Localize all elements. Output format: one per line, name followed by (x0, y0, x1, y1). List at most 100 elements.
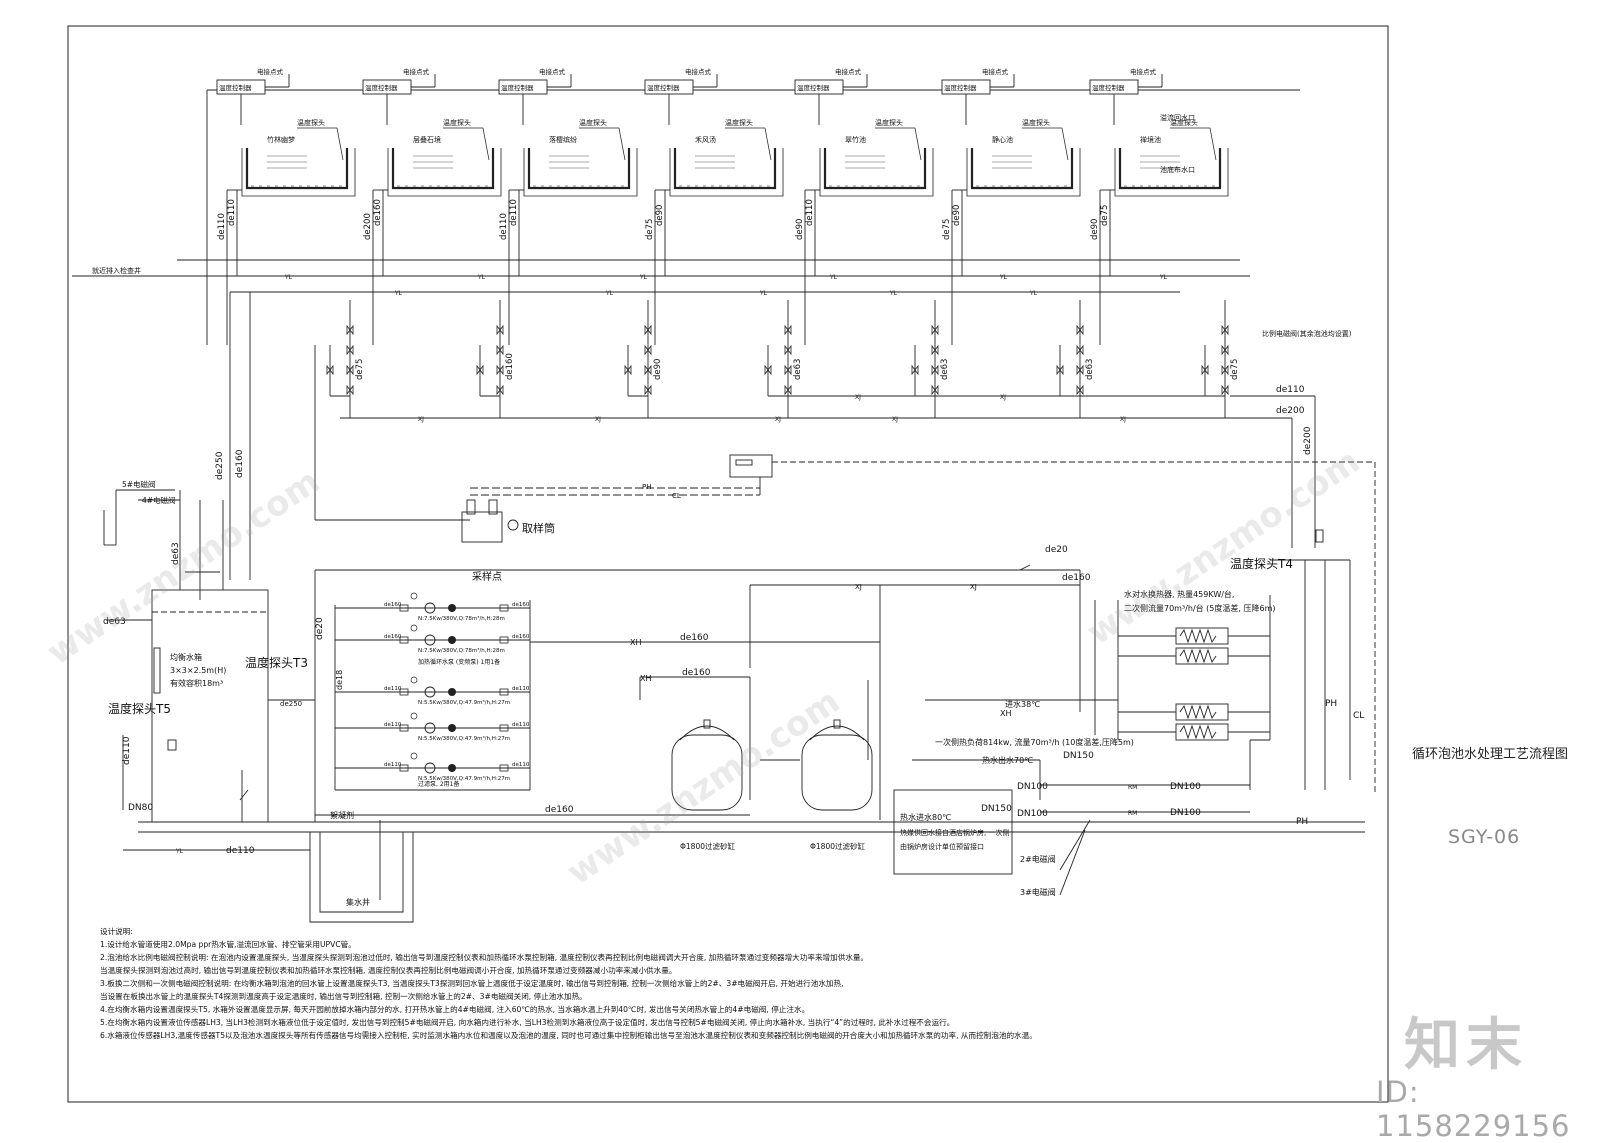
branch-size-label: de63 (940, 359, 950, 380)
pump-icon (424, 634, 436, 646)
cl-tag: CL (672, 492, 681, 500)
valve-icon (931, 384, 939, 396)
valve-icon (911, 364, 919, 376)
dn100-a: DN100 (1017, 782, 1048, 792)
pump-spec: N:5.5Kw/380V,Q:47.9m³/h,H:27m (418, 775, 510, 782)
valve-icon (1076, 324, 1084, 336)
svg-text:XJ: XJ (775, 416, 781, 423)
controller-label: 温度控制器 (365, 83, 398, 92)
svg-text:YL: YL (284, 274, 293, 281)
valve5-label: 5#电磁阀 (122, 479, 156, 489)
sampling-point-label: 采样点 (472, 570, 502, 583)
pump-spec: N:7.5Kw/380V,Q:78m³/h,H:28m (418, 615, 505, 622)
xh-tag-b: XH (640, 674, 652, 683)
pump-out-size: de110 (512, 722, 530, 728)
valve-icon (784, 324, 792, 336)
drawing-frame (67, 25, 1389, 1103)
size-de20: de20 (315, 617, 325, 640)
note-line: 当设置在板换出水管上的温度探头T4探测到温度高于设定温度时, 输出信号到控制箱,… (100, 992, 587, 1001)
valve-icon (346, 344, 354, 356)
main-de200-label: de200 (1276, 406, 1305, 416)
cl-tag-b: CL (1353, 711, 1364, 721)
riser-de200-label: de200 (1303, 426, 1313, 455)
valve-icon (644, 384, 652, 396)
contact-label: 电接点式 (403, 67, 430, 76)
dn100-b: DN100 (1170, 782, 1201, 792)
pipe-size-label: de90 (1090, 219, 1100, 240)
xh-tag-a: XH (630, 638, 642, 647)
note-line: 4.在均衡水箱内设置温度探头T5, 水箱外设置温度显示屏, 每天开园前放掉水箱内… (100, 1005, 810, 1014)
svg-text:XJ: XJ (1120, 416, 1126, 423)
boiler-label-2: 由锅炉房设计单位预留接口 (900, 842, 984, 851)
pump-group1-label: 加热循环水泵 (变频泵) 1用1备 (418, 658, 500, 666)
pool-basin (1118, 148, 1222, 190)
pump-in-size: de160 (384, 602, 402, 608)
dosing-controller (461, 454, 1376, 795)
pipe-size-label: de90 (655, 205, 665, 226)
branch-valve-set: de75 (1201, 300, 1240, 418)
contact-label: 电接点式 (982, 67, 1009, 76)
pipe-size-label: de75 (942, 219, 952, 240)
valve2-label: 2#电磁阀 (1020, 854, 1056, 864)
gauge-icon (410, 624, 418, 632)
valve-icon (496, 364, 504, 376)
de160-b: de160 (682, 668, 711, 678)
motor-icon (448, 688, 456, 696)
sand-filters (671, 719, 873, 811)
valve-icon (1076, 344, 1084, 356)
valve-icon (496, 384, 504, 396)
exchanger-label-2: 二次侧流量70m³/h/台 (5度温差, 压降6m) (1124, 603, 1275, 613)
temperature-sensor-label: 温度探头 (1170, 118, 1198, 127)
rm-tag-b: RM (1128, 810, 1137, 817)
de20-b: de20 (1045, 545, 1068, 555)
valve-icon (326, 364, 334, 376)
branch-size-label: de63 (793, 359, 803, 380)
pump-out-size: de160 (512, 634, 530, 640)
svg-text:YL: YL (1029, 290, 1038, 297)
pump-spec: N:7.5Kw/380V,Q:78m³/h,H:28m (418, 647, 505, 654)
valve-icon (624, 364, 632, 376)
valve-icon (1221, 324, 1229, 336)
valve-icon (644, 364, 652, 376)
pipe-size-label: de110 (805, 199, 815, 226)
sampling-cylinder-label: 取样筒 (522, 521, 555, 535)
pump-out-size: de160 (512, 602, 530, 608)
contact-label: 电接点式 (539, 67, 566, 76)
controller-label: 温度控制器 (1092, 83, 1125, 92)
pool-name: 禾风汤 (695, 135, 716, 144)
motor-icon (448, 764, 456, 772)
temperature-sensor-label: 温度探头 (875, 118, 903, 127)
pool-basin (391, 148, 495, 190)
pipe-size-label: de90 (952, 205, 962, 226)
xj-tag-d: XJ (970, 583, 977, 591)
valve-icon (784, 364, 792, 376)
pump-icon (424, 686, 436, 698)
pool-basin (970, 148, 1074, 190)
ground-and-sump (123, 790, 1365, 923)
filter2-label: Φ1800过滤砂缸 (810, 841, 865, 851)
balance-volume-label: 有效容积18m³ (170, 678, 223, 688)
pump-header (314, 569, 1060, 791)
dn100-d: DN100 (1170, 808, 1201, 818)
svg-text:XJ: XJ (595, 416, 601, 423)
note-line: 2.泡池给水比例电磁阀控制说明: 在泡池内设置温度探头, 当温度探头探测到泡池过… (100, 953, 869, 962)
temperature-sensor-label: 温度探头 (443, 118, 471, 127)
valve-icon (644, 324, 652, 336)
valve-icon (1201, 364, 1209, 376)
branch-valve-set: de63 (764, 300, 803, 418)
overflow-label: 溢流回水口 (1160, 113, 1195, 122)
pool-name: 静心池 (992, 135, 1013, 144)
pipe-size-label: de160 (373, 199, 383, 226)
exchanger-label-1: 水对水换热器, 热量459KW/台, (1124, 589, 1234, 599)
size-de110-a: de110 (122, 736, 132, 765)
valve-icon (931, 344, 939, 356)
de160-d: de160 (545, 805, 574, 815)
